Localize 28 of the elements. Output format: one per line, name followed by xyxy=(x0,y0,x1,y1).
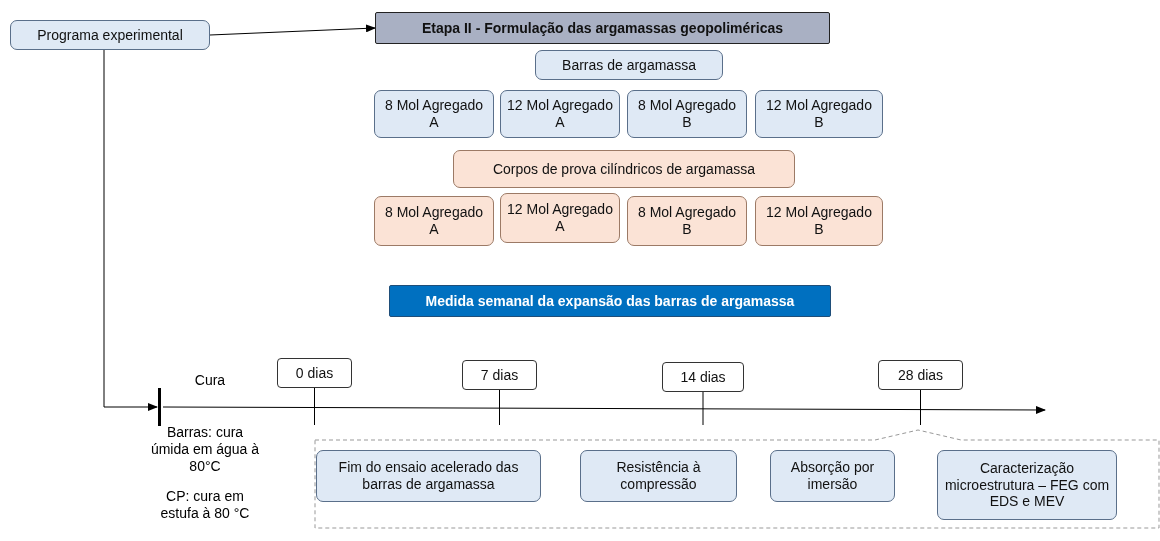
annotation-text: CP: cura em estufa à 80 °C xyxy=(159,488,251,522)
arrow xyxy=(103,49,158,411)
process-box: 8 Mol Agregado B xyxy=(627,196,747,246)
process-box: Fim do ensaio acelerado das barras de argamassa xyxy=(316,450,541,502)
process-box: 8 Mol Agregado B xyxy=(627,90,747,138)
day-box: 28 dias xyxy=(878,360,963,390)
process-box: 12 Mol Agregado A xyxy=(500,90,620,138)
process-box: 12 Mol Agregado B xyxy=(755,196,883,246)
day-box: 14 dias xyxy=(662,362,744,392)
process-box: Barras de argamassa xyxy=(535,50,723,80)
day-box: 7 dias xyxy=(462,360,537,390)
process-box: Absorção por imersão xyxy=(770,450,895,502)
arrow xyxy=(209,24,376,36)
process-box: 12 Mol Agregado B xyxy=(755,90,883,138)
annotation-text: Barras: cura úmida em água à 80°C xyxy=(150,424,260,475)
header-box: Etapa II - Formulação das argamassas geopoliméricas xyxy=(375,12,830,44)
timeline-start-bar xyxy=(157,388,163,426)
process-box: Corpos de prova cilíndricos de argamassa xyxy=(453,150,795,188)
dashed-callout-region xyxy=(315,430,1159,528)
process-box: Resistência à compressão xyxy=(580,450,737,502)
process-box: Programa experimental xyxy=(10,20,210,50)
banner-box: Medida semanal da expansão das barras de argamassa xyxy=(389,285,831,317)
process-box: Caracterização microestrutura – FEG com EDS e MEV xyxy=(937,450,1117,520)
process-box: 8 Mol Agregado A xyxy=(374,196,494,246)
process-box: 8 Mol Agregado A xyxy=(374,90,494,138)
annotation-text: Cura xyxy=(193,372,227,389)
process-box: 12 Mol Agregado A xyxy=(500,193,620,243)
day-box: 0 dias xyxy=(277,358,352,388)
